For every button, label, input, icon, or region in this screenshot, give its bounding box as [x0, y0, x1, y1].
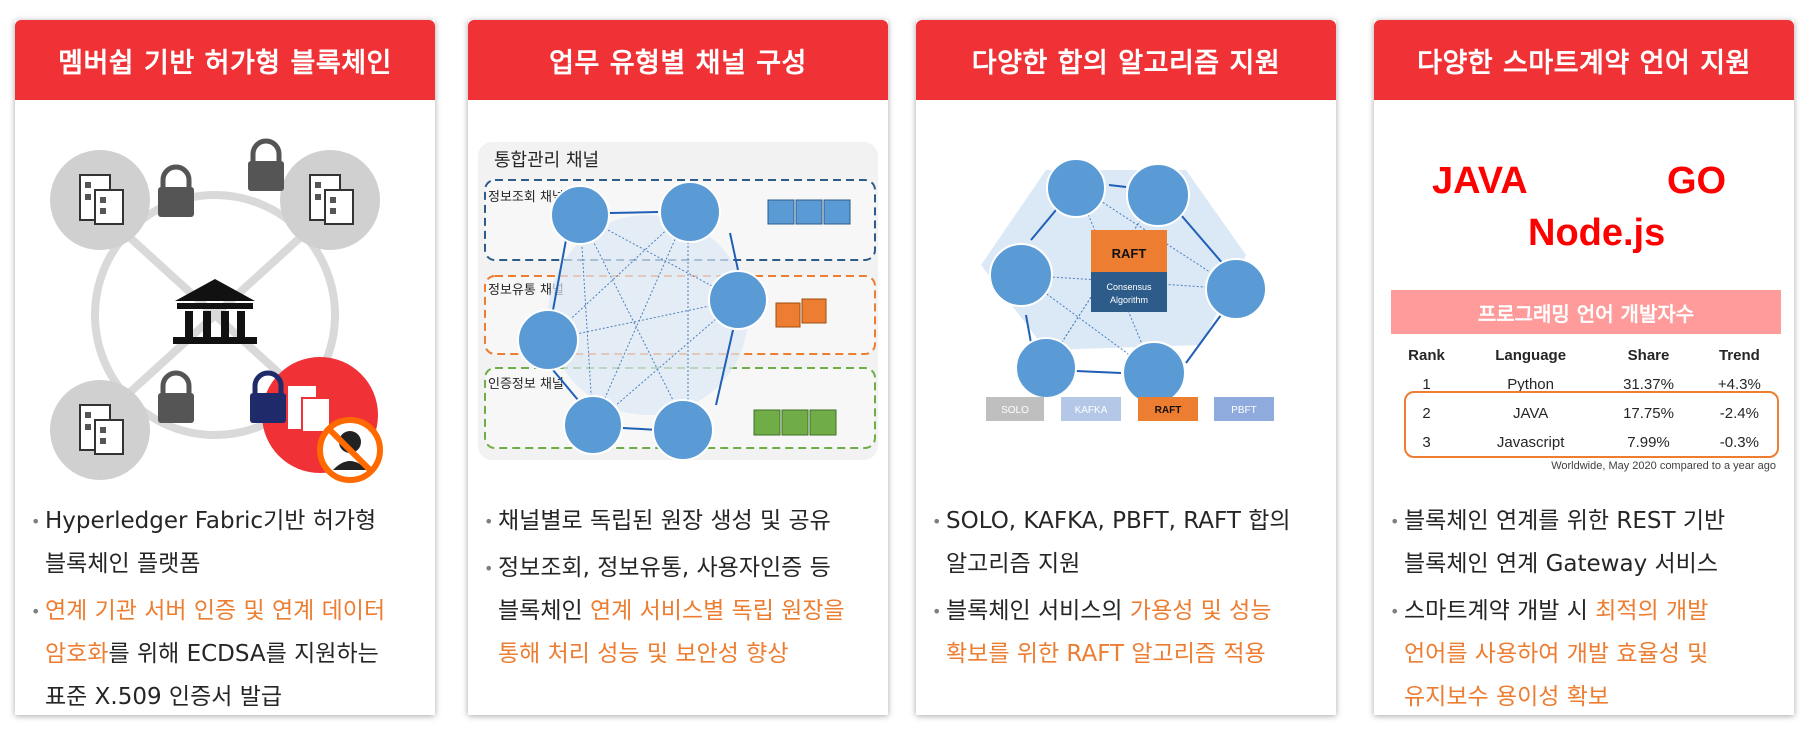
orderer-node: [1046, 158, 1106, 218]
raft-badge: [1091, 230, 1167, 272]
orderer-node: [1126, 163, 1190, 227]
consensus-option: SOLO: [986, 397, 1044, 421]
language-nodejs: Node.js: [1528, 212, 1666, 254]
building-icon: [280, 150, 380, 250]
peer-node: [517, 309, 579, 371]
peer-node: [563, 395, 623, 455]
bullet-list: Hyperledger Fabric기반 허가형 블록체인 플랫폼 연계 기관 …: [31, 500, 425, 719]
language-java: JAVA: [1432, 160, 1528, 202]
peer-node: [550, 185, 610, 245]
card-title: 다양한 스마트계약 언어 지원: [1374, 20, 1794, 100]
orderer-node: [1122, 341, 1186, 405]
bullet-list: 채널별로 독립된 원장 생성 및 공유 정보조회, 정보유통, 사용자인증 등 …: [484, 500, 878, 676]
language-go: GO: [1667, 160, 1727, 202]
orderer-node: [1205, 258, 1267, 320]
orderer-node: [1015, 337, 1077, 399]
lock-icon: [250, 370, 286, 423]
consensus-diagram: RAFT Consensus Algorithm SOLO KAFKA RAFT…: [981, 158, 1274, 421]
card-consensus: 다양한 합의 알고리즘 지원 RAFT Consensus Algorithm: [916, 20, 1336, 715]
channel-label: 인증정보 채널: [488, 377, 564, 392]
permissioned-network-illustration: [50, 138, 383, 483]
channel-label: 정보유통 채널: [488, 283, 564, 298]
bullet-item: 연계 기관 서버 인증 및 연계 데이터 암호화를 위해 ECDSA를 지원하는…: [31, 590, 425, 719]
channel-main-label: 통합관리 채널: [494, 150, 599, 171]
bullet-list: SOLO, KAFKA, PBFT, RAFT 합의 알고리즘 지원 블록체인 …: [932, 500, 1326, 676]
bullet-list: 블록체인 연계를 위한 REST 기반 블록체인 연계 Gateway 서비스 …: [1390, 500, 1784, 719]
consensus-option: RAFT: [1138, 397, 1198, 421]
consensus-option: PBFT: [1214, 397, 1274, 421]
card-title: 다양한 합의 알고리즘 지원: [916, 20, 1336, 100]
card-smart-contract-languages: 다양한 스마트계약 언어 지원 JAVA GO Node.js 프로그래밍 언어…: [1374, 20, 1794, 715]
channel-label: 정보조회 채널: [488, 190, 564, 205]
svg-text:SOLO: SOLO: [1001, 405, 1029, 416]
svg-text:RAFT: RAFT: [1155, 405, 1182, 416]
lock-icon: [158, 164, 194, 217]
consensus-algorithm-box: [1091, 272, 1167, 312]
card-title: 업무 유형별 채널 구성: [468, 20, 888, 100]
table-note: Worldwide, May 2020 compared to a year a…: [1551, 460, 1776, 472]
table-header: Share: [1627, 346, 1670, 364]
highlight-box: [1404, 391, 1779, 458]
svg-text:RAFT: RAFT: [1112, 246, 1147, 261]
bullet-item: SOLO, KAFKA, PBFT, RAFT 합의 알고리즘 지원: [932, 500, 1326, 586]
lock-icon: [248, 138, 284, 191]
languages-panel: JAVA GO Node.js 프로그래밍 언어 개발자수 Rank Langu…: [1374, 100, 1794, 490]
peer-node: [708, 270, 768, 330]
orderer-node: [989, 243, 1053, 307]
svg-text:Algorithm: Algorithm: [1110, 295, 1148, 305]
blocked-building-icon: [262, 357, 383, 483]
channel-diagram: 통합관리 채널 정보조회 채널 정보유통 채널 인증정보 채널: [478, 142, 878, 461]
ledger-block-icons: [775, 298, 827, 328]
bullet-item: 채널별로 독립된 원장 생성 및 공유: [484, 500, 878, 543]
consensus-option: KAFKA: [1061, 397, 1121, 421]
peer-node: [652, 399, 714, 461]
card-permissioned-blockchain: 멤버쉽 기반 허가형 블록체인: [15, 20, 435, 715]
table-header: Rank: [1408, 346, 1445, 364]
ledger-block-icons: [767, 199, 851, 225]
card-title: 멤버쉽 기반 허가형 블록체인: [15, 20, 435, 100]
building-icon: [50, 150, 150, 250]
lock-icon: [158, 370, 194, 423]
svg-text:KAFKA: KAFKA: [1075, 405, 1108, 416]
bullet-item: 블록체인 서비스의 가용성 및 성능 확보를 위한 RAFT 알고리즘 적용: [932, 590, 1326, 676]
table-title: 프로그래밍 언어 개발자수: [1391, 290, 1781, 334]
peer-node: [659, 181, 721, 243]
table-header: Language: [1495, 346, 1567, 364]
svg-text:PBFT: PBFT: [1231, 405, 1257, 416]
ledger-block-icons: [753, 409, 837, 436]
bullet-item: 스마트계약 개발 시 최적의 개발 언어를 사용하여 개발 효율성 및 유지보수…: [1390, 590, 1784, 719]
bullet-item: 블록체인 연계를 위한 REST 기반 블록체인 연계 Gateway 서비스: [1390, 500, 1784, 586]
building-icon: [50, 380, 150, 480]
bullet-item: 정보조회, 정보유통, 사용자인증 등 블록체인 연계 서비스별 독립 원장을 …: [484, 547, 878, 676]
card-channels: 업무 유형별 채널 구성 통합관리 채널 정보조회 채널 정보유통 채널 인증정…: [468, 20, 888, 715]
bank-icon: [173, 279, 257, 344]
table-header: Trend: [1718, 346, 1760, 364]
svg-text:Consensus: Consensus: [1106, 282, 1152, 292]
bullet-item: Hyperledger Fabric기반 허가형 블록체인 플랫폼: [31, 500, 425, 586]
